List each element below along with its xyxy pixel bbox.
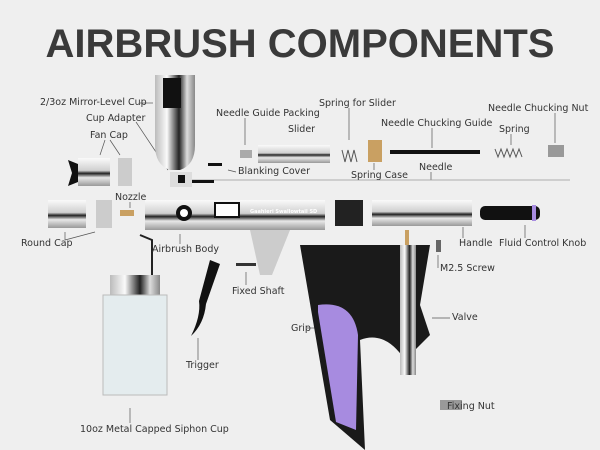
label-needle-guide-packing: Needle Guide Packing xyxy=(216,108,320,119)
label-grip: Grip xyxy=(291,323,311,334)
round-cap xyxy=(48,200,112,228)
spring-case xyxy=(368,140,382,162)
label-needle: Needle xyxy=(419,162,453,173)
label-trigger: Trigger xyxy=(186,360,219,371)
label-fixing-nut: Fixing Nut xyxy=(447,401,495,412)
m25-screw xyxy=(436,240,441,252)
label-siphon-cup: 10oz Metal Capped Siphon Cup xyxy=(80,424,229,435)
body-nut xyxy=(335,200,363,226)
label-spring-case: Spring Case xyxy=(351,170,408,181)
fan-cap xyxy=(68,158,132,186)
label-fan-cap: Fan Cap xyxy=(90,130,128,141)
fixed-shaft xyxy=(236,263,256,266)
label-needle-chucking-nut: Needle Chucking Nut xyxy=(488,103,589,114)
trigger xyxy=(191,260,220,336)
slider xyxy=(240,145,330,163)
grip xyxy=(300,245,430,450)
label-fixed-shaft: Fixed Shaft xyxy=(232,286,285,297)
label-spring: Spring xyxy=(499,124,530,135)
needle-chucking-guide xyxy=(390,150,480,154)
airbrush-body: Gaahleri Swallowtail SD xyxy=(145,200,325,275)
label-cup-adapter: Cup Adapter xyxy=(86,113,146,124)
diagram-title: AIRBRUSH COMPONENTS xyxy=(45,22,555,66)
gravity-cup xyxy=(155,75,195,170)
fixing-nut xyxy=(440,400,462,410)
label-blanking-cover: Blanking Cover xyxy=(238,166,311,177)
cup-adapter xyxy=(170,172,214,187)
nozzle xyxy=(120,210,134,216)
spring xyxy=(494,147,523,159)
siphon-cup xyxy=(102,234,168,396)
label-handle: Handle xyxy=(459,238,493,249)
blanking-cover xyxy=(208,163,222,166)
leader-lines xyxy=(64,102,570,423)
spring-for-slider xyxy=(341,149,358,163)
brand-text: Gaahleri Swallowtail SD xyxy=(250,209,317,215)
label-needle-chucking-guide: Needle Chucking Guide xyxy=(381,118,493,129)
label-slider: Slider xyxy=(288,124,316,135)
label-nozzle: Nozzle xyxy=(115,192,147,203)
label-mirror-level-cup: 2/3oz Mirror-Level Cup xyxy=(40,97,147,108)
label-fluid-control-knob: Fluid Control Knob xyxy=(499,238,587,249)
needle-chucking-nut xyxy=(548,145,564,157)
label-airbrush-body: Airbrush Body xyxy=(152,244,219,255)
valve xyxy=(400,230,416,375)
fluid-control-knob xyxy=(480,205,540,221)
handle xyxy=(372,200,472,226)
label-spring-for-slider: Spring for Slider xyxy=(319,98,396,109)
label-round-cap: Round Cap xyxy=(21,238,73,249)
label-valve: Valve xyxy=(452,312,478,323)
label-m25-screw: M2.5 Screw xyxy=(440,263,495,274)
